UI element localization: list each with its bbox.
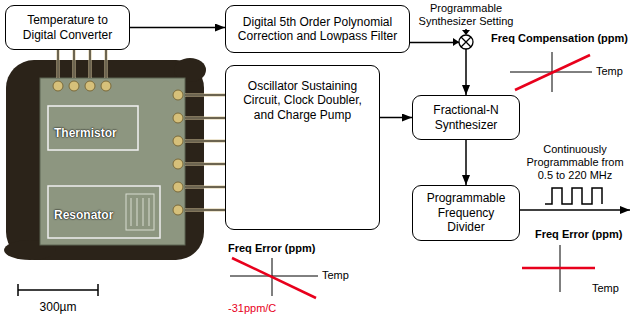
process-box: Temperature to Digital Converter — [5, 5, 130, 50]
error-plot — [522, 245, 595, 292]
bond-pads — [53, 81, 183, 215]
compensation-plot — [510, 52, 592, 92]
signal-arrow — [465, 140, 467, 185]
resonator-outline — [48, 186, 160, 238]
wire — [185, 117, 225, 120]
chip-photo — [4, 58, 206, 260]
bond-wires — [58, 50, 106, 78]
part-label: Resonator — [54, 208, 113, 222]
trend-line — [522, 267, 595, 270]
wire — [90, 50, 91, 78]
note-text: Continuously Programmable from 0.5 to 22… — [519, 143, 631, 183]
wire — [185, 118, 225, 119]
signal-arrow — [410, 42, 466, 95]
wire — [185, 141, 225, 142]
signal-arrow — [380, 117, 412, 119]
wire — [73, 50, 76, 78]
axis-label: Temp — [322, 269, 349, 282]
wire — [106, 50, 107, 78]
wire — [58, 50, 59, 78]
box-text: Fractional-N Synthesizer — [419, 103, 513, 132]
box-text: Programmable Frequency Divider — [419, 191, 513, 234]
box-text: Digital 5th Order Polynomial Correction … — [232, 15, 403, 44]
multiplier-symbol — [459, 35, 473, 49]
trend-line — [515, 55, 590, 90]
wire — [185, 187, 225, 188]
signal-arrow — [130, 27, 225, 29]
wire — [89, 50, 92, 78]
resonator-structure — [126, 194, 154, 230]
wire — [185, 164, 225, 165]
part-label: Thermistor — [54, 126, 117, 140]
box-text: Oscillator Sustaining Circuit, Clock Dou… — [232, 79, 373, 122]
process-box: Programmable Frequency Divider — [412, 185, 520, 241]
process-box: Oscillator Sustaining Circuit, Clock Dou… — [225, 65, 380, 230]
wire — [185, 94, 225, 97]
die — [40, 78, 185, 245]
epoxy-blob — [6, 60, 204, 260]
process-box: Digital 5th Order Polynomial Correction … — [225, 5, 410, 53]
axis — [230, 276, 318, 277]
dimension-label: 300µm — [18, 300, 98, 314]
trend-line — [232, 258, 316, 298]
arrow-head — [462, 30, 470, 35]
axis-title: Freq Error (ppm) — [228, 242, 315, 255]
clock-waveform — [545, 188, 602, 204]
wire — [185, 140, 225, 143]
error-plot — [230, 258, 318, 298]
thermistor-outline — [48, 106, 138, 150]
wire — [185, 95, 225, 96]
axis-title: Freq Error (ppm) — [535, 228, 622, 241]
wire — [185, 163, 225, 166]
arrow-head — [453, 38, 459, 46]
wire — [185, 186, 225, 189]
axis-label: Temp — [596, 65, 623, 78]
bond-wires — [185, 95, 225, 210]
output-arrow — [520, 209, 630, 211]
chip-die: ThermistorResonator — [40, 78, 185, 245]
scale-bar — [18, 284, 98, 296]
wire — [105, 50, 108, 78]
slope-label: -31ppm/C — [228, 302, 276, 315]
resonator-structure — [131, 198, 149, 226]
signal-label: Programmable Synthesizer Setting — [413, 2, 519, 28]
axis-title: Freq Compensation (ppm) — [491, 32, 628, 45]
wire — [185, 209, 225, 212]
process-box: Fractional-N Synthesizer — [412, 95, 520, 140]
wire — [185, 210, 225, 211]
axis-label: Temp — [592, 282, 619, 295]
wire — [57, 50, 60, 78]
box-text: Temperature to Digital Converter — [12, 13, 123, 42]
wire — [74, 50, 75, 78]
